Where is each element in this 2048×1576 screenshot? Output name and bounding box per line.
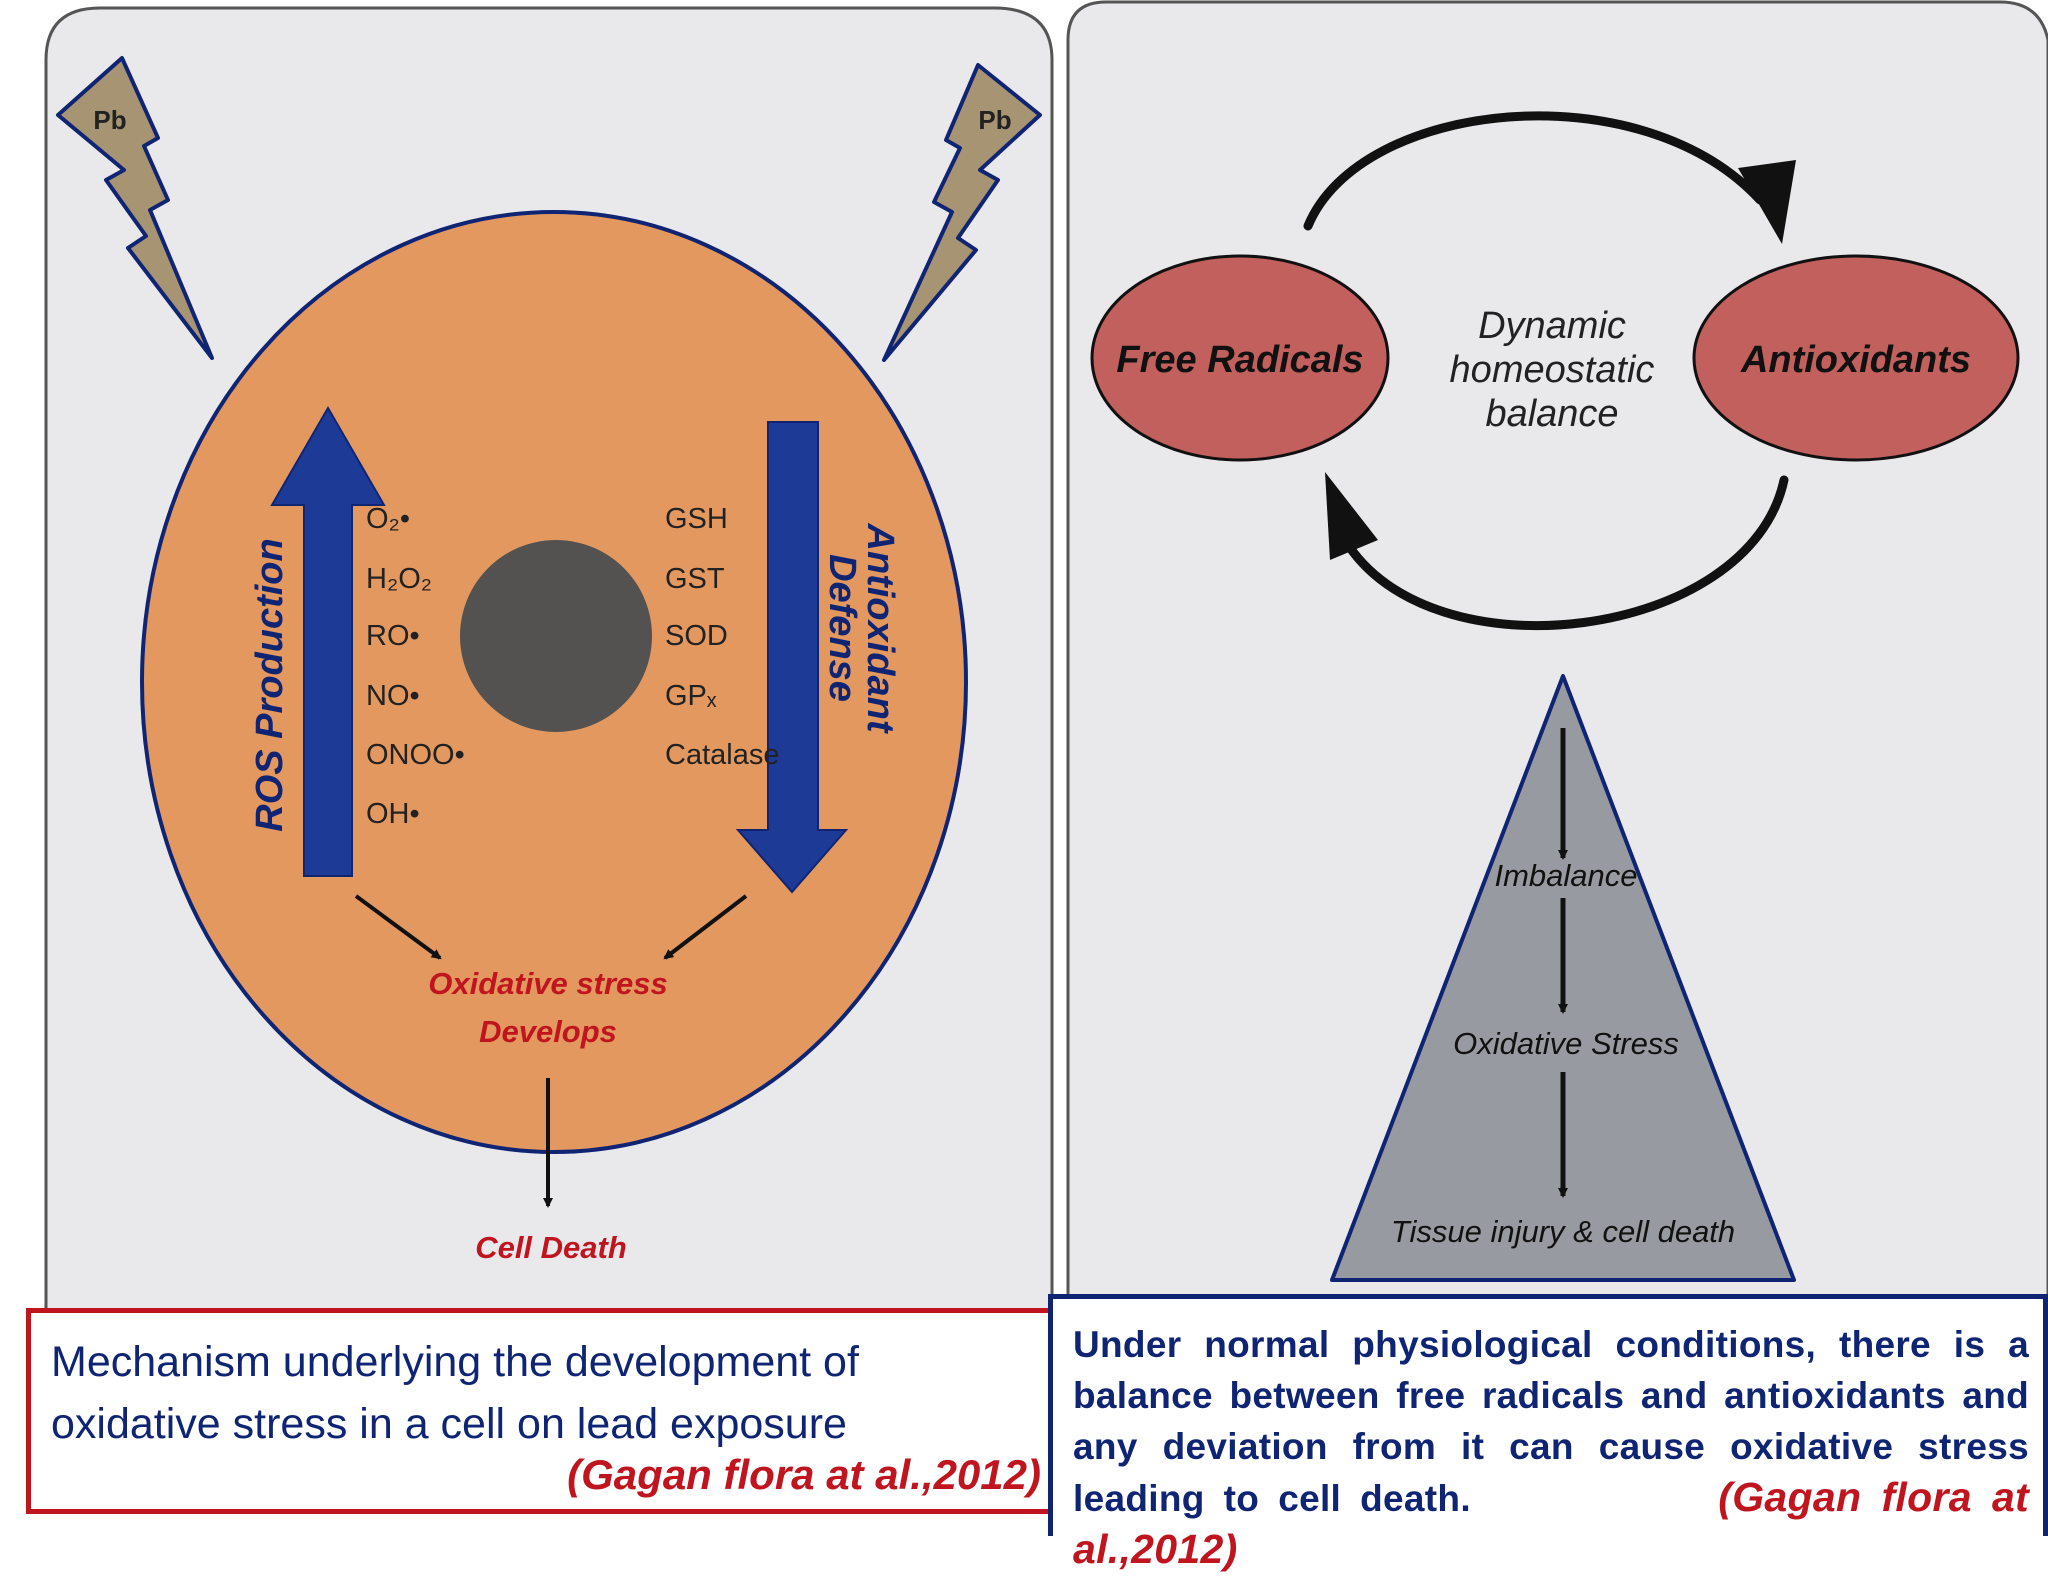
cell-death-label: Cell Death — [475, 1230, 627, 1265]
pyramid-step-imbalance: Imbalance — [1494, 858, 1637, 893]
ros-production-heading: ROS Production — [249, 538, 291, 831]
bottom-cycle-arrow — [1340, 475, 1789, 631]
free-radicals-oval — [1090, 254, 1390, 462]
free-radicals-label: Free Radicals — [1116, 339, 1363, 381]
antioxidant-to-stress-arrow — [663, 894, 748, 960]
antioxidant-gpx: GPₓ — [665, 680, 717, 712]
right-caption-citation: (Gagan flora at al.,2012) — [1073, 1474, 2029, 1572]
bottom-cycle-arrowhead-icon — [1325, 472, 1378, 560]
right-caption-text: Under normal physiological conditions, t… — [1073, 1324, 2029, 1519]
oxidative-stress-label: Oxidative stress — [428, 966, 668, 1001]
pyramid-step-oxidative-stress: Oxidative Stress — [1453, 1026, 1679, 1061]
nucleus — [460, 540, 652, 732]
ros-species-oh: OH• — [366, 798, 420, 830]
left-caption-citation: (Gagan flora at al.,2012) — [567, 1451, 1041, 1498]
top-cycle-arrow — [1303, 111, 1765, 231]
right-caption-box: Under normal physiological conditions, t… — [1048, 1294, 2048, 1572]
develops-label: Develops — [479, 1014, 617, 1049]
antioxidant-gsh: GSH — [665, 503, 728, 535]
antioxidants-oval — [1692, 254, 2020, 462]
antioxidant-defense-heading-2: Defense — [821, 554, 863, 702]
ros-species-o2: O₂• — [366, 503, 410, 535]
antioxidants-label: Antioxidants — [1740, 339, 1971, 381]
ros-species-no: NO• — [366, 680, 420, 712]
right-caption-body: Under normal physiological conditions, t… — [1073, 1319, 2029, 1576]
balance-line-3: balance — [1485, 393, 1618, 435]
antioxidant-defense-heading-1: Antioxidant — [859, 523, 901, 734]
ros-species-onoo: ONOO• — [366, 739, 465, 771]
left-caption-box: Mechanism underlying the development of … — [26, 1308, 1056, 1514]
pb-label-right: Pb — [978, 105, 1011, 135]
diagram-canvas: Pb Pb ROS Production O₂• H₂O₂ RO• NO• ON… — [44, 0, 2048, 1312]
antioxidant-gst: GST — [665, 563, 725, 595]
top-cycle-arrowhead-icon — [1738, 160, 1796, 244]
antioxidant-catalase: Catalase — [665, 739, 779, 771]
ros-species-ro: RO• — [366, 620, 420, 652]
antioxidant-down-arrow — [735, 421, 849, 894]
ros-up-arrow — [270, 405, 386, 877]
pb-label-left: Pb — [93, 105, 126, 135]
pyramid-step-tissue-injury: Tissue injury & cell death — [1391, 1214, 1735, 1249]
ros-species-h2o2: H₂O₂ — [366, 563, 432, 595]
pb-lightning-left-icon — [56, 56, 214, 360]
ros-to-stress-arrow — [354, 894, 442, 960]
left-caption-text: Mechanism underlying the development of … — [51, 1338, 859, 1448]
antioxidant-sod: SOD — [665, 620, 728, 652]
balance-line-2: homeostatic — [1450, 349, 1655, 391]
pb-lightning-right-icon — [882, 63, 1042, 362]
balance-line-1: Dynamic — [1478, 305, 1626, 347]
